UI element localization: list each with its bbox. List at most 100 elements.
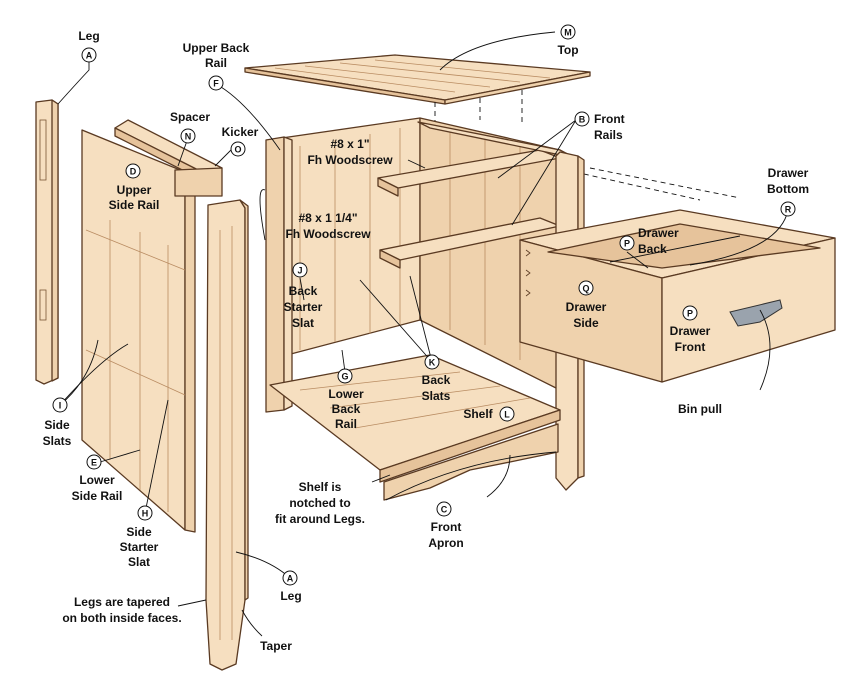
letter-badge: R xyxy=(785,205,792,215)
label-text: Taper xyxy=(260,639,292,653)
letter-badge: O xyxy=(234,145,241,155)
label-upper-back-rail: Upper Back Rail F xyxy=(183,41,250,91)
label-front-apron: C Front Apron xyxy=(428,501,464,550)
label-text: Fh Woodscrew xyxy=(285,227,371,241)
label-text: Slat xyxy=(128,555,150,569)
label-text: Leg xyxy=(280,589,301,603)
label-text: Front xyxy=(675,340,706,354)
label-bin-pull: Bin pull xyxy=(678,402,722,416)
label-text: Leg xyxy=(78,29,99,43)
letter-badge: M xyxy=(564,28,572,38)
label-text: Drawer xyxy=(638,226,679,240)
label-text: Spacer xyxy=(170,110,210,124)
letter-badge: N xyxy=(185,132,192,142)
label-text: Side Rail xyxy=(109,198,160,212)
label-text: Starter xyxy=(284,300,323,314)
letter-badge: A xyxy=(287,574,294,584)
label-text: Apron xyxy=(428,536,463,550)
label-text: notched to xyxy=(289,496,350,510)
left-rear-leg xyxy=(35,99,59,385)
label-taper: Taper xyxy=(260,639,292,653)
label-back-starter-slat: J Back Starter Slat xyxy=(284,262,323,330)
label-text: Back xyxy=(638,242,667,256)
label-text: Slat xyxy=(292,316,314,330)
letter-badge: H xyxy=(142,509,149,519)
label-text: #8 x 1" xyxy=(330,137,369,151)
label-drawer-side: Q Drawer Side xyxy=(566,280,607,330)
label-drawer-bottom: Drawer Bottom R xyxy=(767,166,809,217)
label-woodscrew-1: #8 x 1" Fh Woodscrew xyxy=(307,137,393,167)
front-rails xyxy=(377,121,576,269)
label-spacer: Spacer N xyxy=(170,110,210,144)
label-text: Shelf is xyxy=(299,480,342,494)
label-text: Front xyxy=(594,112,625,126)
label-leg-top: Leg A xyxy=(78,29,100,63)
label-text: Slats xyxy=(422,389,451,403)
letter-badge: K xyxy=(429,358,436,368)
letter-badge: Q xyxy=(582,284,589,294)
label-kicker: Kicker O xyxy=(222,125,259,157)
label-text: Kicker xyxy=(222,125,259,139)
label-legs-note: Legs are tapered on both inside faces. xyxy=(62,595,181,625)
label-text: Upper Back xyxy=(183,41,250,55)
side-panel xyxy=(81,129,196,533)
label-text: Rails xyxy=(594,128,623,142)
label-text: Lower xyxy=(79,473,115,487)
letter-badge: L xyxy=(504,410,510,420)
label-text: Fh Woodscrew xyxy=(307,153,393,167)
letter-badge: P xyxy=(624,239,630,249)
label-top: M Top xyxy=(557,24,579,57)
label-upper-side-rail: D Upper Side Rail xyxy=(109,163,160,212)
letter-badge: D xyxy=(130,167,137,177)
label-text: Front xyxy=(431,520,462,534)
label-text: fit around Legs. xyxy=(275,512,365,526)
label-text: Back xyxy=(422,373,451,387)
guide-lines xyxy=(434,90,741,201)
letter-badge: I xyxy=(59,401,62,411)
label-drawer-front: P Drawer Front xyxy=(670,305,711,354)
label-text: Starter xyxy=(120,540,159,554)
label-back-slats: K Back Slats xyxy=(422,354,451,403)
letter-badge: E xyxy=(91,458,97,468)
label-text: Upper xyxy=(117,183,152,197)
label-text: on both inside faces. xyxy=(62,611,181,625)
label-leg-bottom: A Leg xyxy=(280,570,302,603)
front-left-leg xyxy=(205,199,249,671)
label-text: Back xyxy=(289,284,318,298)
letter-badge: C xyxy=(441,505,448,515)
label-text: Side xyxy=(573,316,599,330)
label-text: #8 x 1 1/4" xyxy=(298,211,357,225)
letter-badge: J xyxy=(297,266,302,276)
label-text: Rail xyxy=(335,417,357,431)
top-panel xyxy=(244,54,591,105)
letter-badge: B xyxy=(579,115,586,125)
label-side-starter-slat: H Side Starter Slat xyxy=(120,505,159,569)
label-side-slats: I Side Slats xyxy=(43,397,72,448)
label-text: Back xyxy=(332,402,361,416)
label-text: Bin pull xyxy=(678,402,722,416)
spacer-kicker xyxy=(114,119,223,197)
label-front-rails: B Front Rails xyxy=(574,111,625,142)
label-text: Drawer xyxy=(768,166,809,180)
letter-badge: F xyxy=(213,79,219,89)
label-text: Lower xyxy=(328,387,364,401)
label-text: Bottom xyxy=(767,182,809,196)
label-text: Drawer xyxy=(670,324,711,338)
label-text: Slats xyxy=(43,434,72,448)
label-drawer-back: P Drawer Back xyxy=(619,226,679,256)
letter-badge: A xyxy=(86,51,93,61)
label-lower-back-rail: G Lower Back Rail xyxy=(328,368,364,431)
letter-badge: G xyxy=(341,372,348,382)
drawer xyxy=(519,209,836,383)
label-text: Shelf xyxy=(463,407,493,421)
label-text: Top xyxy=(557,43,578,57)
label-text: Side xyxy=(44,418,70,432)
label-text: Legs are tapered xyxy=(74,595,170,609)
letter-badge: P xyxy=(687,309,693,319)
label-woodscrew-2: #8 x 1 1/4" Fh Woodscrew xyxy=(285,211,371,241)
label-shelf-note: Shelf is notched to fit around Legs. xyxy=(275,480,365,526)
label-text: Drawer xyxy=(566,300,607,314)
label-lower-side-rail: E Lower Side Rail xyxy=(72,454,122,503)
label-text: Side xyxy=(126,525,152,539)
